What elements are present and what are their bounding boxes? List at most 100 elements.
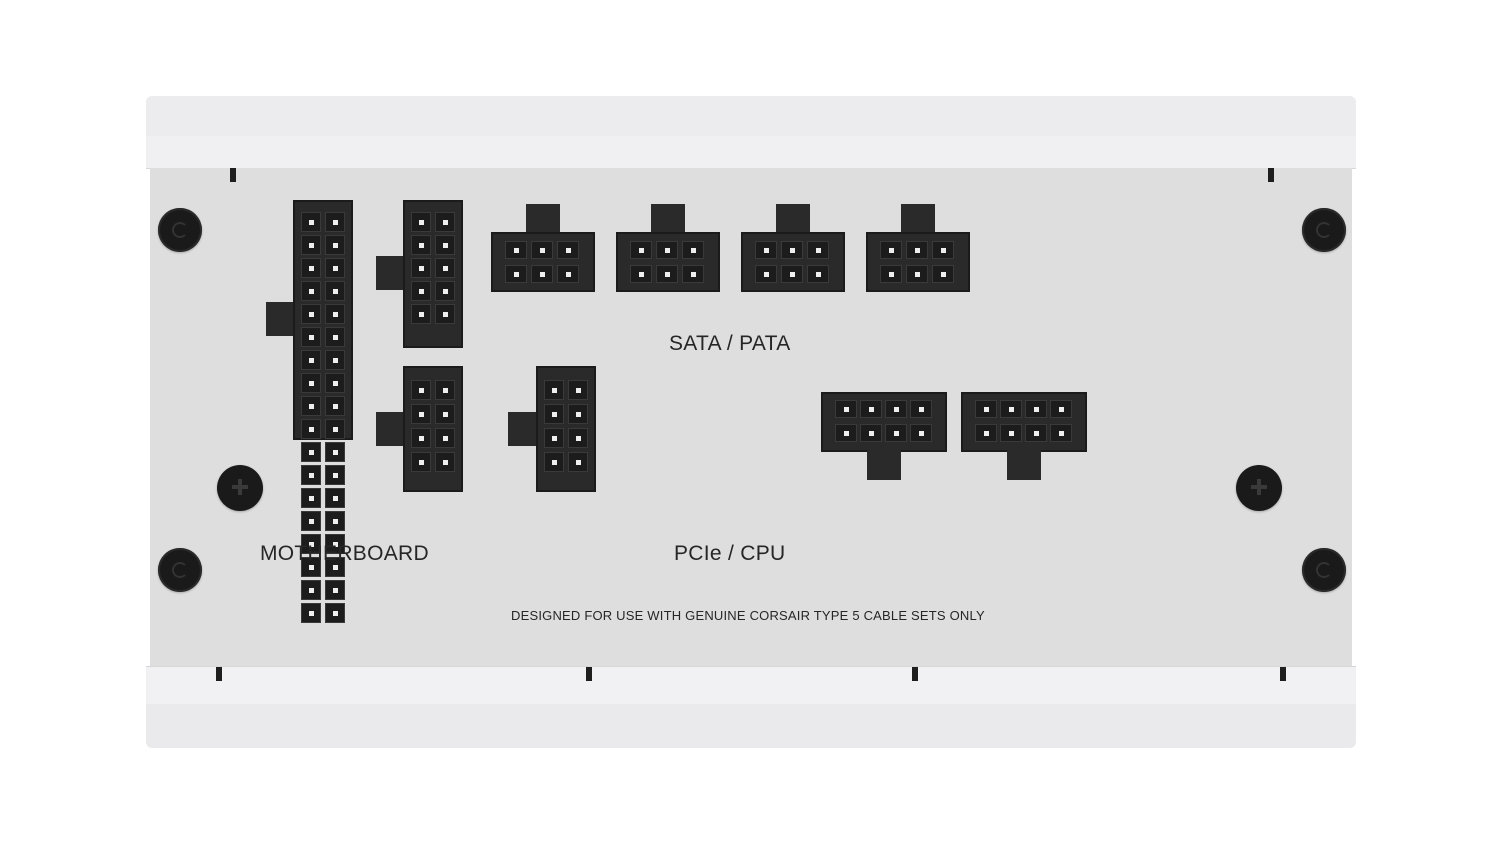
connector-pin (435, 380, 455, 400)
connector-pin (755, 265, 777, 283)
connector-pin (755, 241, 777, 259)
connector-pin (781, 241, 803, 259)
connector-pin (975, 424, 997, 442)
connector-pin (885, 400, 907, 418)
phillips-screw-icon (1236, 465, 1282, 511)
pin-grid (411, 212, 455, 324)
round-screw-icon (158, 548, 202, 592)
connector-pin (301, 580, 321, 600)
connector-pin (325, 511, 345, 531)
connector-latch (651, 204, 685, 234)
connector-pin (301, 488, 321, 508)
connector-pin (505, 241, 527, 259)
connector-pin (781, 265, 803, 283)
label-motherboard: MOTHERBOARD (260, 542, 429, 565)
connector-pin (325, 396, 345, 416)
connector-pin (325, 304, 345, 324)
connector-pin (1000, 424, 1022, 442)
connector-latch (376, 256, 406, 290)
connector-pin (411, 304, 431, 324)
connector-pin (301, 603, 321, 623)
round-screw-icon (1302, 208, 1346, 252)
connector-pin (411, 258, 431, 278)
connector-pin (1050, 400, 1072, 418)
round-screw-icon (1302, 548, 1346, 592)
connector-pin (301, 373, 321, 393)
sata-pata-connector[interactable] (616, 232, 720, 292)
connector-pin (435, 235, 455, 255)
sata-pata-connector[interactable] (741, 232, 845, 292)
panel-tab (586, 667, 592, 681)
psu-housing: SATA / PATA MOTHERBOARD PCIe / CPU DESIG… (146, 96, 1356, 748)
connector-latch (901, 204, 935, 234)
connector-pin (880, 241, 902, 259)
housing-top-edge (146, 96, 1356, 136)
connector-pin (325, 465, 345, 485)
connector-pin (325, 258, 345, 278)
connector-latch (867, 450, 901, 480)
connector-pin (531, 265, 553, 283)
connector-pin (557, 265, 579, 283)
connector-pin (301, 258, 321, 278)
connector-pin (910, 424, 932, 442)
panel-tab (1280, 667, 1286, 681)
connector-pin (301, 327, 321, 347)
motherboard-8pin-connector[interactable] (403, 366, 463, 492)
connector-pin (557, 241, 579, 259)
connector-pin (880, 265, 902, 283)
pin-grid (411, 380, 455, 472)
sata-pata-connector[interactable] (866, 232, 970, 292)
connector-pin (682, 241, 704, 259)
pcie-cpu-connector[interactable] (821, 392, 947, 452)
connector-pin (301, 304, 321, 324)
motherboard-24pin-connector[interactable] (293, 200, 353, 623)
connector-pin (325, 327, 345, 347)
connector-pin (568, 428, 588, 448)
connector-pin (301, 235, 321, 255)
connector-pin (544, 380, 564, 400)
sata-pata-connector[interactable] (491, 232, 595, 292)
connector-pin (411, 281, 431, 301)
connector-pin (325, 442, 345, 462)
motherboard-10pin-connector[interactable] (403, 200, 463, 348)
phillips-screw-icon (217, 465, 263, 511)
connector-pin (860, 400, 882, 418)
pin-grid (835, 400, 932, 442)
panel-tab (230, 168, 236, 182)
connector-pin (932, 241, 954, 259)
round-screw-icon (158, 208, 202, 252)
housing-bottom-edge (146, 704, 1356, 748)
connector-pin (1025, 400, 1047, 418)
connector-pin (325, 534, 345, 554)
connector-pin (301, 534, 321, 554)
pin-grid (505, 241, 579, 283)
connector-pin (325, 557, 345, 577)
pin-grid (755, 241, 829, 283)
connector-pin (325, 419, 345, 439)
connector-pin (325, 350, 345, 370)
connector-pin (531, 241, 553, 259)
label-pcie-cpu: PCIe / CPU (674, 542, 786, 565)
label-notice: DESIGNED FOR USE WITH GENUINE CORSAIR TY… (511, 608, 985, 623)
connector-pin (835, 424, 857, 442)
connector-latch (776, 204, 810, 234)
connector-pin (885, 424, 907, 442)
connector-pin (630, 241, 652, 259)
pcie-cpu-connector[interactable] (536, 366, 596, 492)
pcie-cpu-connector[interactable] (961, 392, 1087, 452)
connector-pin (301, 212, 321, 232)
connector-pin (544, 404, 564, 424)
connector-pin (301, 396, 321, 416)
connector-pin (325, 580, 345, 600)
connector-latch (376, 412, 406, 446)
connector-latch (266, 302, 296, 336)
connector-pin (630, 265, 652, 283)
connector-latch (1007, 450, 1041, 480)
connector-pin (807, 241, 829, 259)
connector-pin (682, 265, 704, 283)
connector-pin (411, 235, 431, 255)
connector-pin (932, 265, 954, 283)
connector-pin (325, 212, 345, 232)
connector-pin (568, 404, 588, 424)
pin-grid (301, 212, 345, 623)
